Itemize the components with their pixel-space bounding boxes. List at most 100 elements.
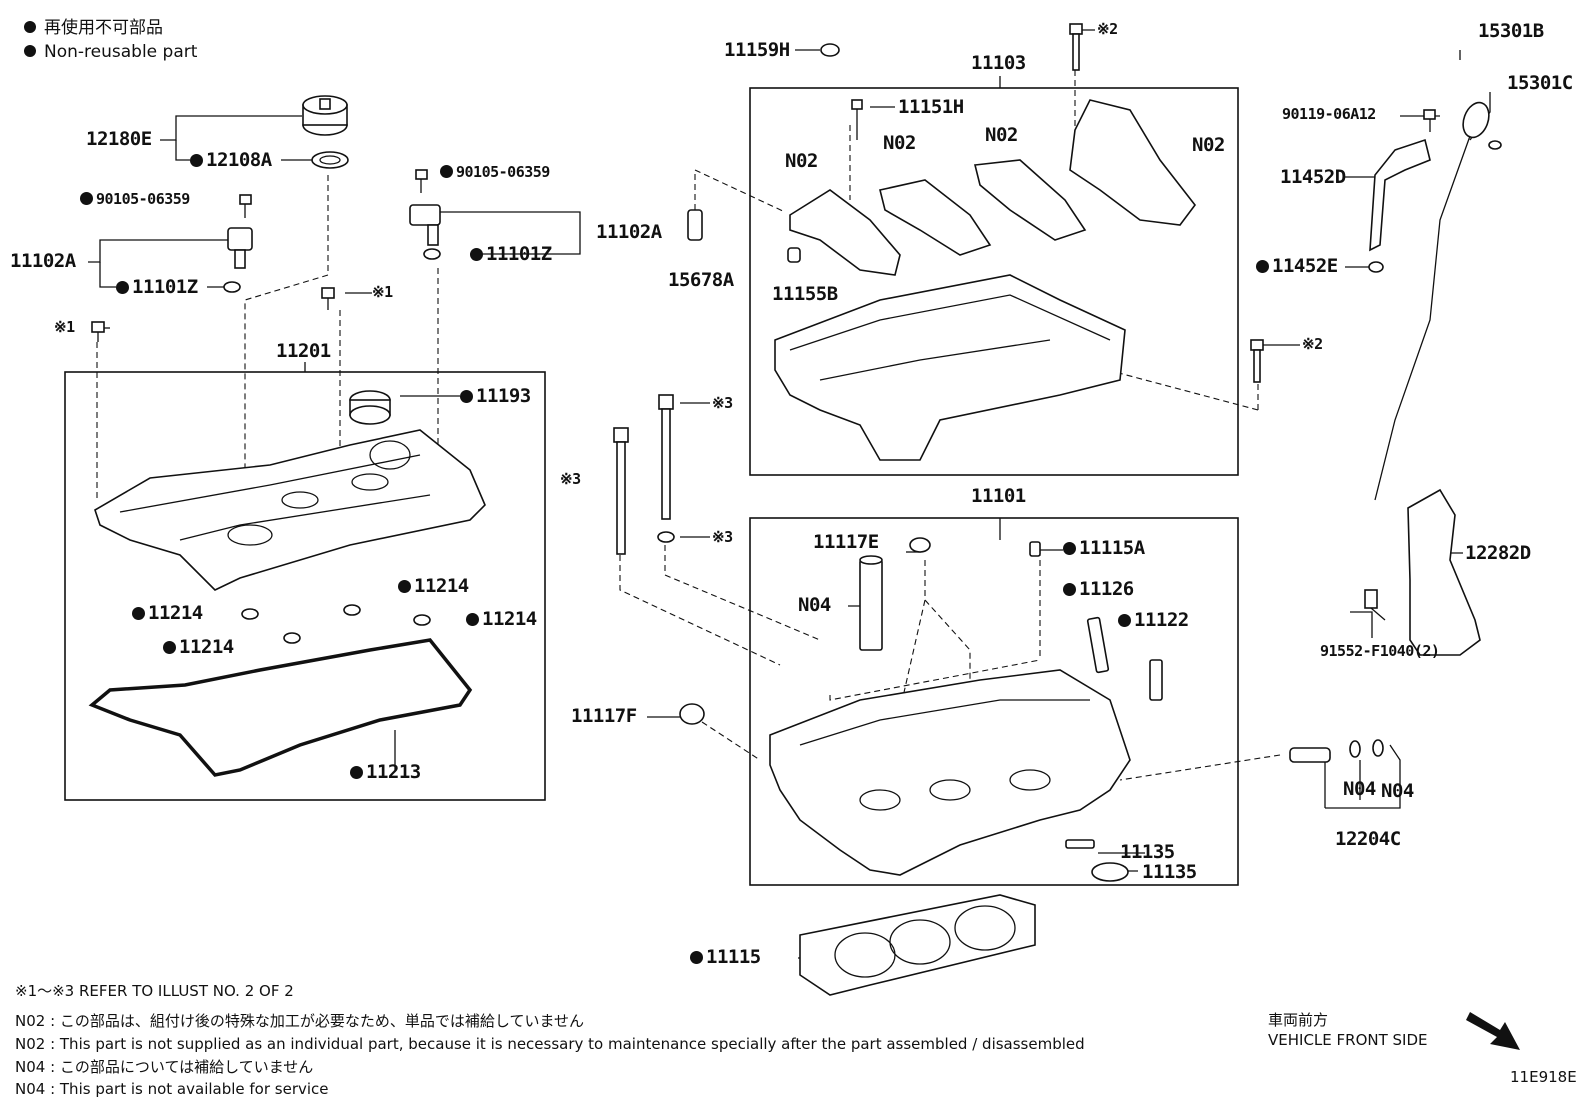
ref-mark-3-b: ※3 — [560, 470, 581, 488]
n02-label-d: N02 — [1192, 134, 1225, 156]
part-label-11214-c[interactable]: 11214 — [466, 610, 537, 629]
legend-en-text: Non-reusable part — [44, 42, 198, 62]
refer-note: ※1～※3 REFER TO ILLUST NO. 2 OF 2 — [15, 982, 294, 1000]
n04-label-a: N04 — [798, 594, 831, 616]
oil-control-valve — [1289, 739, 1384, 763]
plugs-11214 — [241, 604, 431, 644]
non-reusable-dot-icon — [398, 580, 411, 593]
part-number: 11115A — [1079, 537, 1145, 559]
n04-label-b: N04 — [1343, 778, 1376, 800]
part-number: 11214 — [148, 602, 203, 624]
cover-gasket — [88, 638, 473, 777]
n04-note-jp: N04 : この部品については補給していません — [15, 1058, 314, 1076]
part-number: 11101Z — [132, 276, 198, 298]
n04-note-en: N04 : This part is not available for ser… — [15, 1080, 329, 1098]
camshaft-housing — [774, 274, 1126, 461]
cylinder-head-frame — [749, 517, 1239, 886]
part-label-11452D[interactable]: 11452D — [1280, 166, 1346, 188]
oil-filler-cap — [302, 95, 349, 169]
part-label-90105-left[interactable]: 90105-06359 — [80, 192, 190, 207]
part-label-11214-d[interactable]: 11214 — [163, 638, 234, 657]
non-reusable-dot-icon — [24, 21, 36, 33]
part-label-12282D[interactable]: 12282D — [1465, 542, 1531, 564]
bolts — [91, 23, 1436, 621]
n02-note-en: N02 : This part is not supplied as an in… — [15, 1035, 1085, 1053]
non-reusable-dot-icon — [24, 45, 36, 57]
non-reusable-dot-icon — [440, 165, 453, 178]
part-number: 12108A — [206, 149, 272, 171]
part-label-11126[interactable]: 11126 — [1063, 580, 1134, 599]
part-label-15301B[interactable]: 15301B — [1478, 20, 1544, 42]
part-label-11452E[interactable]: 11452E — [1256, 257, 1338, 276]
part-label-15678A[interactable]: 15678A — [668, 269, 734, 291]
non-reusable-dot-icon — [1118, 614, 1131, 627]
non-reusable-dot-icon — [460, 390, 473, 403]
part-label-11159H[interactable]: 11159H — [724, 39, 790, 61]
direction-jp: 車両前方 — [1268, 1011, 1329, 1029]
part-label-11102A-right[interactable]: 11102A — [596, 221, 662, 243]
part-label-11135-a[interactable]: 11135 — [1120, 841, 1175, 863]
n04-label-c: N04 — [1381, 780, 1414, 802]
part-number: 11193 — [476, 385, 531, 407]
part-number: 11214 — [179, 636, 234, 658]
part-number: 90105-06359 — [96, 190, 190, 208]
part-label-11115[interactable]: 11115 — [690, 948, 761, 967]
legend-en: Non-reusable part — [24, 44, 197, 61]
cylinder-head-cover-frame — [64, 371, 546, 801]
leader-lines — [88, 29, 1491, 959]
part-label-90119[interactable]: 90119-06A12 — [1282, 105, 1376, 123]
part-label-11117E[interactable]: 11117E — [813, 531, 879, 553]
part-label-11213[interactable]: 11213 — [350, 763, 421, 782]
part-number: 11126 — [1079, 578, 1134, 600]
part-label-11103[interactable]: 11103 — [971, 52, 1026, 74]
part-label-11151H[interactable]: 11151H — [898, 96, 964, 118]
part-label-12180E[interactable]: 12180E — [86, 128, 152, 150]
legend-jp-text: 再使用不可部品 — [44, 18, 163, 38]
n02-label-c: N02 — [985, 124, 1018, 146]
non-reusable-dot-icon — [1063, 542, 1076, 555]
part-label-11201[interactable]: 11201 — [276, 340, 331, 362]
part-label-11155B[interactable]: 11155B — [772, 283, 838, 305]
ref-mark-2-top: ※2 — [1097, 20, 1118, 38]
cylinder-head-cover — [94, 390, 486, 591]
part-label-12204C[interactable]: 12204C — [1335, 828, 1401, 850]
part-label-91552[interactable]: 91552-F1040(2) — [1320, 642, 1440, 660]
part-label-12108A[interactable]: 12108A — [190, 151, 272, 170]
part-label-11214-a[interactable]: 11214 — [398, 577, 469, 596]
part-number: 11115 — [706, 946, 761, 968]
part-label-11193[interactable]: 11193 — [460, 387, 531, 406]
part-label-11101Z-left[interactable]: 11101Z — [116, 278, 198, 297]
part-number: 11452E — [1272, 255, 1338, 277]
n02-note-jp: N02 : この部品は、組付け後の特殊な加工が必要なため、単品では補給していませ… — [15, 1012, 585, 1030]
part-number: 11213 — [366, 761, 421, 783]
non-reusable-dot-icon — [116, 281, 129, 294]
camshaft-housing-frame — [749, 87, 1239, 476]
non-reusable-dot-icon — [1256, 260, 1269, 273]
part-label-15301C[interactable]: 15301C — [1507, 72, 1573, 94]
part-label-11101Z-right[interactable]: 11101Z — [470, 245, 552, 264]
non-reusable-dot-icon — [466, 613, 479, 626]
part-number: 11214 — [414, 575, 469, 597]
part-number: 11214 — [482, 608, 537, 630]
dowel-15678A — [687, 209, 703, 241]
legend-jp: 再使用不可部品 — [24, 20, 163, 37]
n02-label-b: N02 — [883, 132, 916, 154]
vehicle-front-arrow-icon — [1466, 1012, 1520, 1050]
non-reusable-dot-icon — [470, 248, 483, 261]
ref-mark-1-mid: ※1 — [372, 283, 393, 301]
part-label-11102A-left[interactable]: 11102A — [10, 250, 76, 272]
part-label-11135-b[interactable]: 11135 — [1142, 861, 1197, 883]
part-label-11101[interactable]: 11101 — [971, 485, 1026, 507]
non-reusable-dot-icon — [80, 192, 93, 205]
cylinder-head — [679, 537, 1163, 882]
part-label-11115A[interactable]: 11115A — [1063, 539, 1145, 558]
part-label-90105-right[interactable]: 90105-06359 — [440, 165, 550, 180]
part-label-11117F[interactable]: 11117F — [571, 705, 637, 727]
part-label-11214-b[interactable]: 11214 — [132, 604, 203, 623]
ref-mark-1-left: ※1 — [54, 318, 75, 336]
part-number: 11101Z — [486, 243, 552, 265]
part-label-11122[interactable]: 11122 — [1118, 611, 1189, 630]
part-number: 90105-06359 — [456, 163, 550, 181]
non-reusable-dot-icon — [132, 607, 145, 620]
